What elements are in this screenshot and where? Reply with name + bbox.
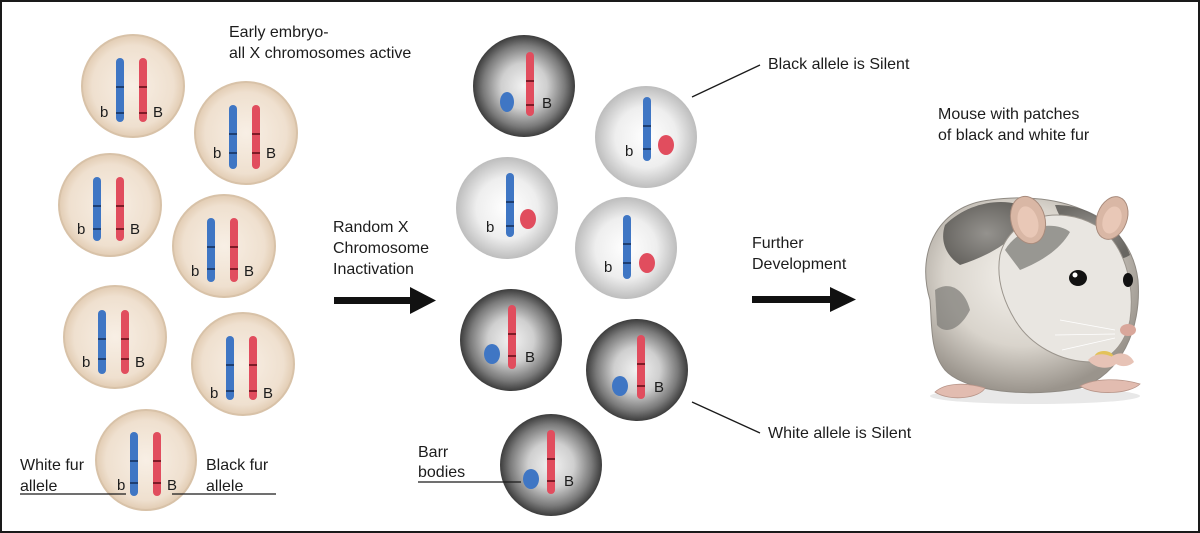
allele-b-label: b (213, 145, 221, 162)
random-x-label-line3: Inactivation (333, 261, 414, 278)
white-fur-allele-label-line1: White fur (20, 457, 85, 474)
barr-body (484, 344, 500, 364)
allele-B-label: B (525, 349, 535, 366)
barr-body (523, 469, 539, 489)
x-chromosome-black (116, 177, 124, 241)
white-fur-allele-label-line2: allele (20, 478, 57, 495)
barr-body (500, 92, 514, 112)
early-cell: b B (63, 285, 167, 389)
x-chromosome-white (116, 58, 124, 122)
x-chromosome-black (153, 432, 161, 496)
barr-bodies-label-line2: bodies (418, 464, 465, 481)
inactivated-cells: B b b b (456, 35, 697, 516)
barr-body (520, 209, 536, 229)
x-chromosome-white (623, 215, 631, 279)
barr-body (639, 253, 655, 273)
x-chromosome-black (526, 52, 534, 116)
x-chromosome-black (252, 105, 260, 169)
allele-B-label: B (654, 379, 664, 396)
white-silent-leader-line (691, 401, 761, 434)
x-chromosome-white (226, 336, 234, 400)
x-chromosome-white (643, 97, 651, 161)
random-x-label-line2: Chromosome (333, 240, 429, 257)
x-chromosome-black (230, 218, 238, 282)
allele-b-label: b (117, 477, 125, 494)
x-chromosome-black (637, 335, 645, 399)
x-chromosome-black (121, 310, 129, 374)
further-label-line1: Further (752, 235, 804, 252)
x-chromosome-white (229, 105, 237, 169)
mouse-label-line2: of black and white fur (938, 127, 1090, 144)
allele-B-label: B (135, 354, 145, 371)
allele-b-label: b (625, 143, 633, 160)
allele-b-label: b (210, 385, 218, 402)
black-silent-leader-line (691, 64, 761, 98)
white-allele-silent-label: White allele is Silent (768, 425, 912, 442)
early-cells: b B b B b B (58, 34, 298, 511)
allele-b-label: b (191, 263, 199, 280)
x-chromosome-white (98, 310, 106, 374)
x-chromosome-black (139, 58, 147, 122)
barr-bodies-label-line1: Barr (418, 444, 449, 461)
allele-B-label: B (542, 95, 552, 112)
random-x-label-line1: Random X (333, 219, 409, 236)
allele-B-label: B (266, 145, 276, 162)
barr-body (658, 135, 674, 155)
early-cell: b B (194, 81, 298, 185)
cell-black-silenced: b (456, 157, 558, 259)
early-cell: b B (172, 194, 276, 298)
cell-white-silenced: B (586, 319, 688, 421)
early-cell: b B (191, 312, 295, 416)
allele-b-label: b (486, 219, 494, 236)
allele-b-label: b (100, 104, 108, 121)
early-cell: b B (81, 34, 185, 138)
x-chromosome-white (130, 432, 138, 496)
allele-B-label: B (130, 221, 140, 238)
allele-B-label: B (244, 263, 254, 280)
allele-b-label: b (82, 354, 90, 371)
early-cell: b B (95, 409, 197, 511)
allele-B-label: B (564, 473, 574, 490)
x-chromosome-black (508, 305, 516, 369)
x-chromosome-white (506, 173, 514, 237)
cell-white-silenced: B (500, 414, 602, 516)
cell-black-silenced: b (575, 197, 677, 299)
mouse-label-line1: Mouse with patches (938, 106, 1079, 123)
early-cell: b B (58, 153, 162, 257)
cell-white-silenced: B (460, 289, 562, 391)
x-chromosome-white (93, 177, 101, 241)
patched-mouse-illustration (925, 195, 1141, 404)
early-embryo-label-line1: Early embryo- (229, 24, 329, 41)
black-allele-silent-label: Black allele is Silent (768, 56, 910, 73)
allele-B-label: B (153, 104, 163, 121)
black-fur-allele-label-line2: allele (206, 478, 243, 495)
early-embryo-label-line2: all X chromosomes active (229, 45, 411, 62)
allele-b-label: b (77, 221, 85, 238)
allele-b-label: b (604, 259, 612, 276)
black-fur-allele-label-line1: Black fur (206, 457, 269, 474)
x-chromosome-white (207, 218, 215, 282)
further-label-line2: Development (752, 256, 847, 273)
allele-B-label: B (263, 385, 273, 402)
cell-white-silenced: B (473, 35, 575, 137)
x-chromosome-black (249, 336, 257, 400)
cell-black-silenced: b (595, 86, 697, 188)
allele-B-label: B (167, 477, 177, 494)
random-inactivation-arrow (334, 287, 436, 314)
x-chromosome-black (547, 430, 555, 494)
further-development-arrow (752, 287, 856, 312)
barr-body (612, 376, 628, 396)
